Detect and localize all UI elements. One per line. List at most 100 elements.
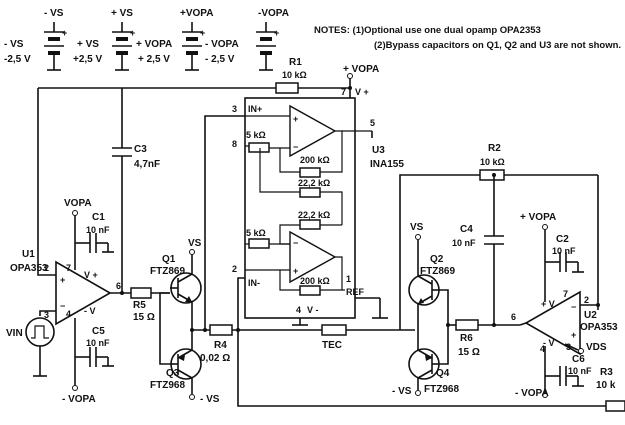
supply-voltage: +2,5 V (73, 54, 103, 65)
supply-voltage: + 2,5 V (138, 54, 170, 65)
ina-vplus: V + (355, 87, 369, 97)
c6-label: C6 (572, 354, 585, 365)
r1-value: 10 kΩ (282, 70, 307, 80)
r3-label: R3 (600, 367, 613, 378)
q1-part: FTZ869 (150, 266, 185, 277)
ina-in-minus: IN- (248, 278, 260, 288)
supply-rail-label: -VOPA (258, 8, 289, 19)
c4-value: 10 nF (452, 238, 476, 248)
svg-text:+: + (571, 330, 576, 340)
q3-part: FTZ968 (150, 380, 185, 391)
u2-pin4: 4 (540, 344, 545, 354)
supply-rail-label: +VOPA (180, 8, 213, 19)
ina-r-fb-top: 200 kΩ (300, 155, 330, 165)
supply-rail-label: + VS (111, 8, 133, 19)
supply-pin-label: + VOPA (136, 39, 172, 50)
r2-label: R2 (488, 143, 501, 154)
supply-voltage: - 2,5 V (205, 54, 235, 65)
svg-text:−: − (571, 302, 576, 312)
note-line-1: NOTES: (1)Optional use one dual opamp OP… (314, 25, 541, 36)
c3-label: C3 (134, 144, 147, 155)
ina155-u3: IN+ IN- REF V + V - 3 8 2 7 5 4 1 U3 INA… (232, 87, 404, 319)
vds-label: VDS (586, 342, 607, 353)
r3-value: 10 k (596, 380, 616, 391)
supply-minus-vs: - VS - VS -2,5 V + (4, 8, 67, 71)
ina-ref: REF (346, 287, 365, 297)
u2-part: OPA353 (580, 322, 618, 333)
supply-plus-vs: + VS + VS +2,5 V + (73, 8, 135, 71)
c2-label: C2 (556, 234, 569, 245)
transistor-q2: Q2 FTZ869 (408, 254, 455, 306)
u2-minus-vopa-label: - VOPA (515, 388, 549, 399)
c1-label: C1 (92, 212, 105, 223)
ina-vminus: V - (307, 305, 319, 315)
r5-value: 15 Ω (133, 312, 155, 323)
ina-pin1: 1 (346, 274, 351, 284)
svg-text:+: + (62, 28, 67, 38)
u2-pin6: 6 (511, 312, 516, 322)
u1-pin7: 7 (66, 263, 71, 273)
vin-label: VIN (6, 328, 23, 339)
q3-minus-vs-label: - VS (200, 394, 220, 405)
u1-pin2: 2 (44, 263, 49, 273)
q1-vs-label: VS (188, 238, 202, 249)
ina-pin4: 4 (296, 305, 301, 315)
ina-pin2: 2 (232, 264, 237, 274)
u1-vminus: - V (84, 306, 96, 316)
q1-label: Q1 (162, 254, 176, 265)
q2-label: Q2 (430, 254, 444, 265)
note-line-2: (2)Bypass capacitors on Q1, Q2 and U3 ar… (374, 40, 621, 51)
u2-pin7: 7 (563, 289, 568, 299)
supply-rail-label: - VS (44, 8, 64, 19)
u2-vopa-label: + VOPA (520, 212, 556, 223)
u2-vminus: - V (543, 338, 555, 348)
u1-minus-vopa-label: - VOPA (62, 394, 96, 405)
c1-value: 10 nF (86, 225, 110, 235)
c6-value: 10 nF (568, 366, 592, 376)
tec-label: TEC (322, 340, 342, 351)
q4-minus-vs-label: - VS (392, 386, 412, 397)
supply-minus-vopa: -VOPA - VOPA - 2,5 V + (205, 8, 289, 71)
c4-label: C4 (460, 224, 473, 235)
c5-label: C5 (92, 326, 105, 337)
u2-label: U2 (584, 310, 597, 321)
supply-pin-label: - VOPA (205, 39, 239, 50)
ina-pin3: 3 (232, 104, 237, 114)
c5-value: 10 nF (86, 338, 110, 348)
u1-pin3: 3 (44, 310, 49, 320)
r4-label: R4 (214, 340, 227, 351)
u1-part: OPA353 (10, 263, 48, 274)
svg-text:+: + (293, 266, 298, 276)
svg-text:+: + (274, 28, 279, 38)
ina-r-in-top: 5 kΩ (246, 130, 266, 140)
opamp-u1: + − V + - V 7 2 3 4 6 U1 OPA353 (10, 249, 121, 326)
supply-pin-label: - VS (4, 39, 24, 50)
supply-voltage: -2,5 V (4, 54, 31, 65)
r6-value: 15 Ω (458, 347, 480, 358)
ina-r-in-bottom: 5 kΩ (246, 228, 266, 238)
svg-text:+: + (130, 28, 135, 38)
ina-r-mid-1: 22,2 kΩ (298, 178, 330, 188)
u2-pin2: 2 (584, 295, 589, 305)
q2-part: FTZ869 (420, 266, 455, 277)
svg-text:−: − (60, 301, 65, 311)
ina-in-plus: IN+ (248, 104, 262, 114)
r6-label: R6 (460, 333, 473, 344)
r1-label: R1 (289, 57, 302, 68)
ina-r-mid-2: 22,2 kΩ (298, 210, 330, 220)
u1-vopa-label: VOPA (64, 198, 92, 209)
transistor-q1: Q1 FTZ869 (150, 254, 202, 304)
q2-vs-label: VS (410, 222, 424, 233)
c3-value: 4,7nF (134, 159, 160, 170)
c2-value: 10 nF (552, 246, 576, 256)
u2-pin3: 3 (566, 342, 571, 352)
u1-vplus: V + (84, 270, 98, 280)
svg-text:−: − (293, 238, 298, 248)
transistor-q4: Q4 FTZ968 (408, 348, 459, 395)
svg-text:+: + (200, 28, 205, 38)
r5-label: R5 (133, 300, 146, 311)
opamp-u2: − + + V - V 7 2 3 4 6 U2 OPA353 (511, 289, 618, 356)
u3-part: INA155 (370, 159, 404, 170)
ina-pin7: 7 (341, 87, 346, 97)
